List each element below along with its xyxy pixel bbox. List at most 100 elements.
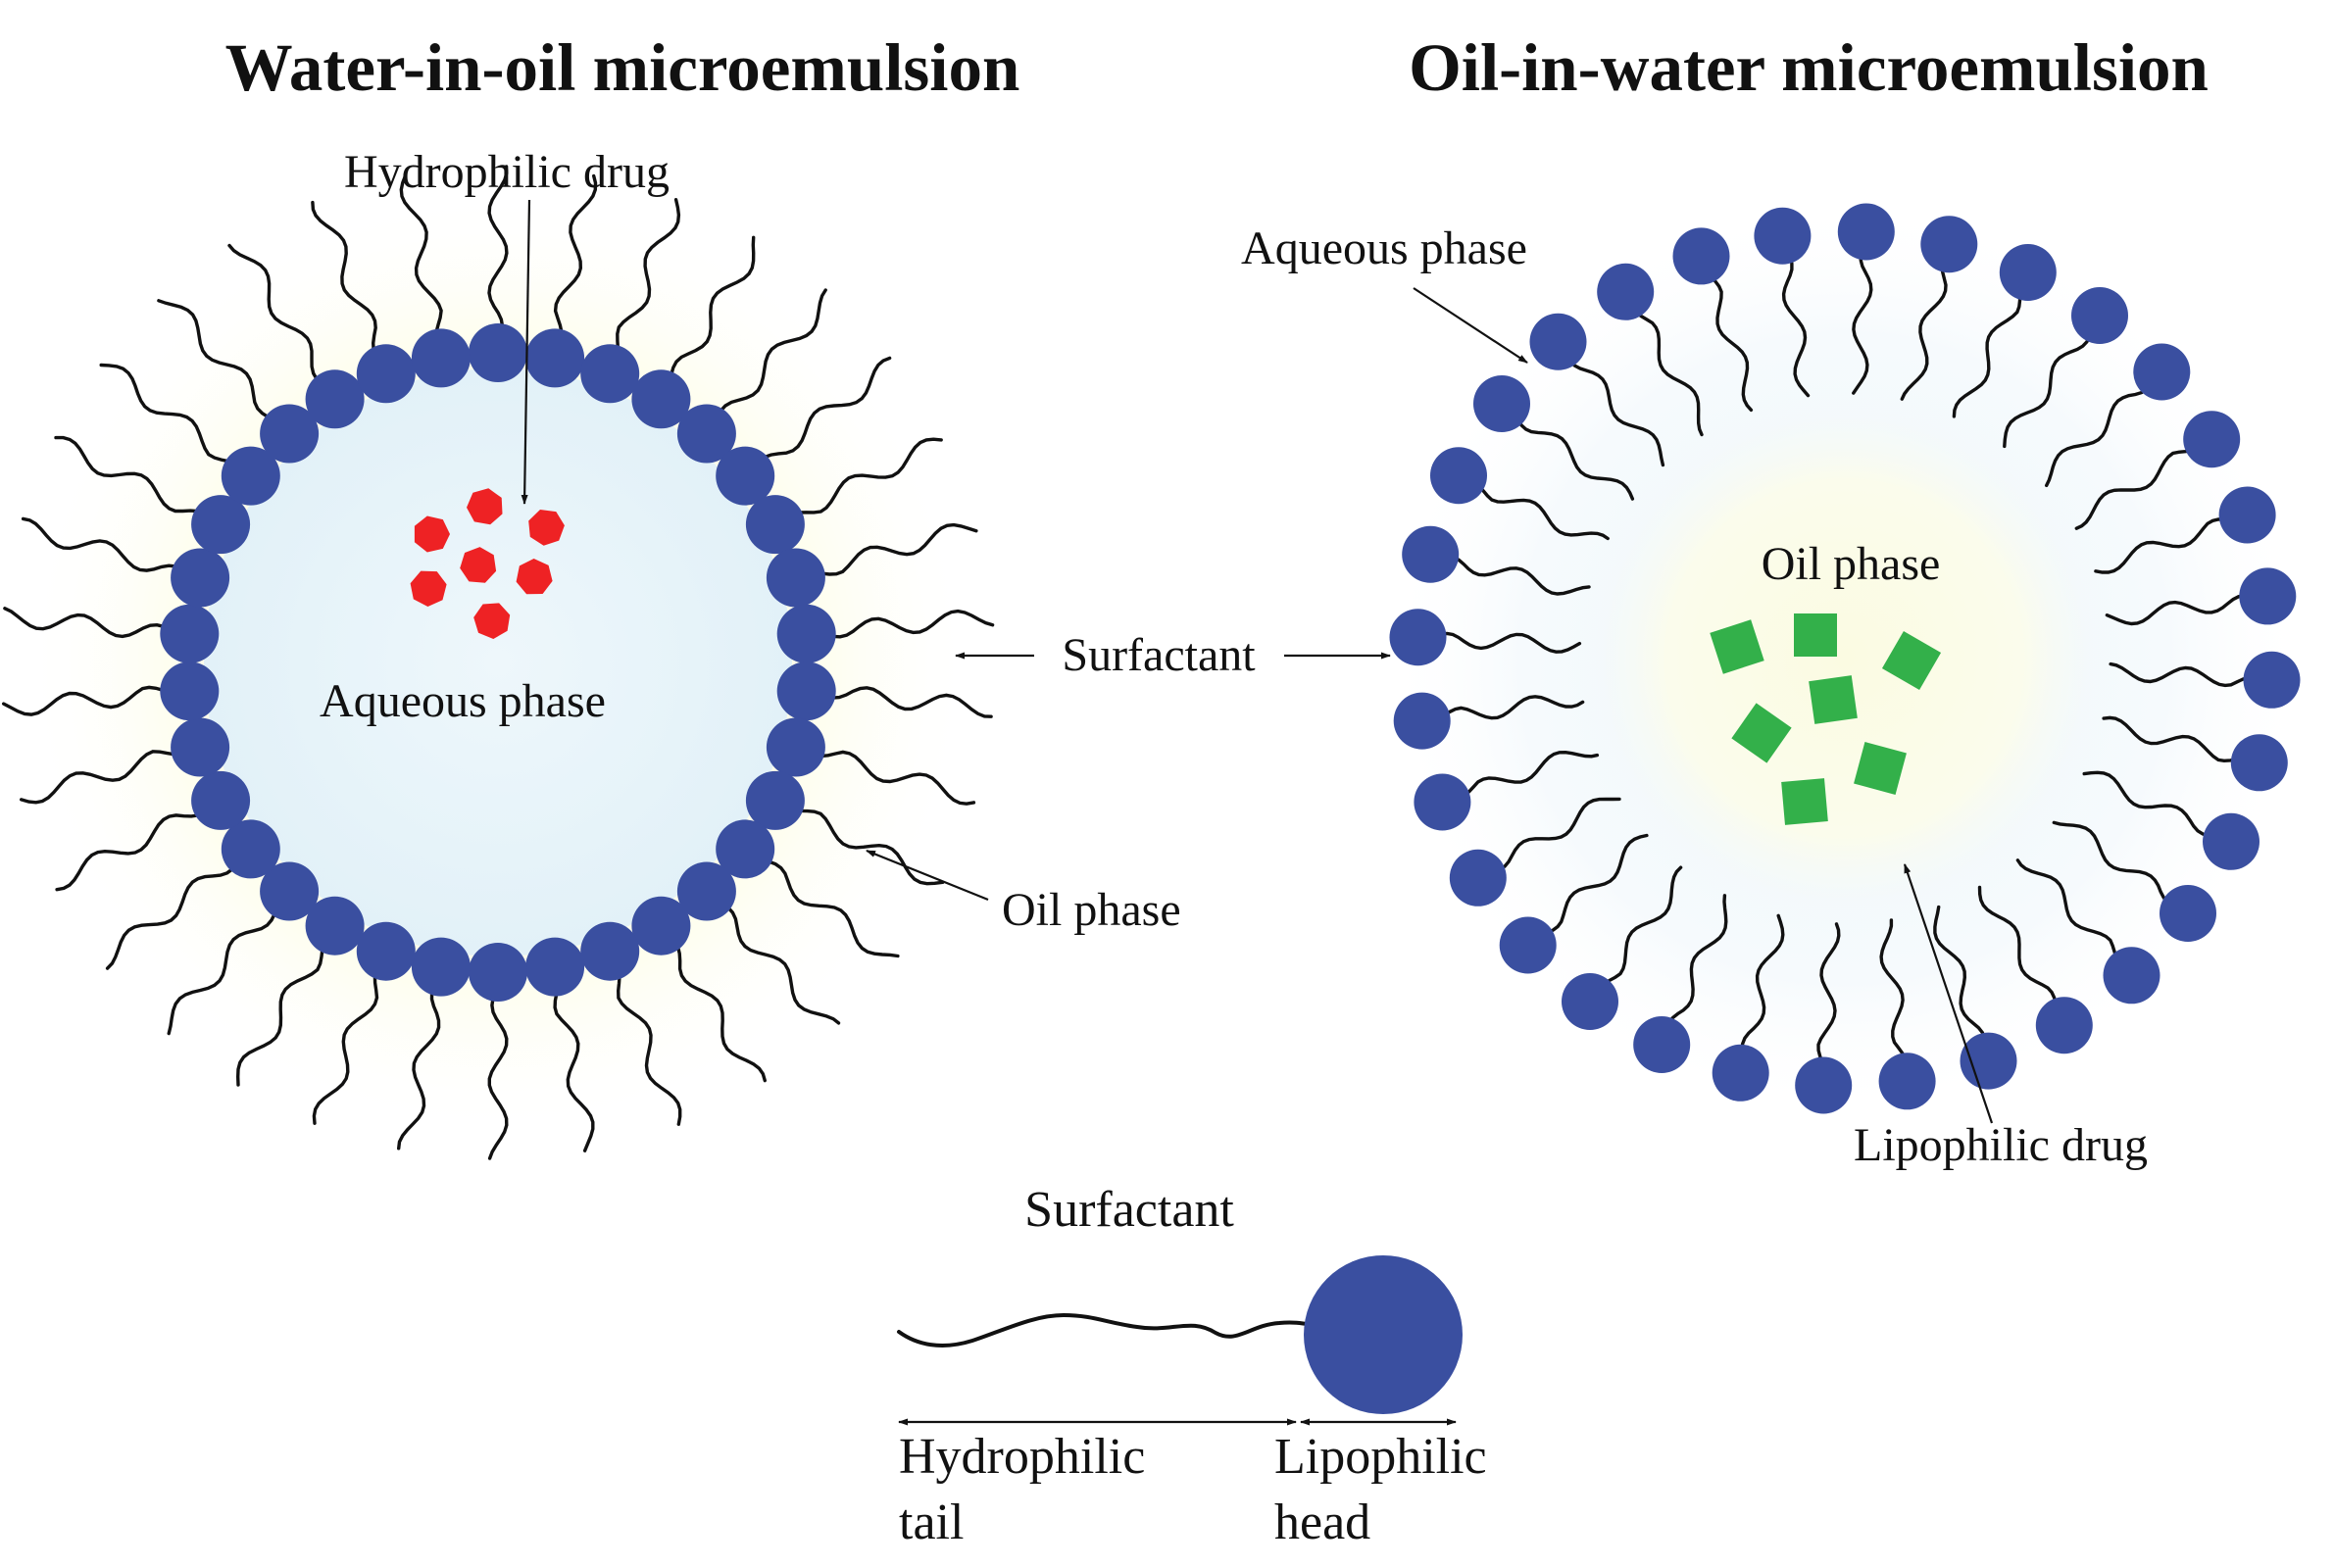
surfactant-head	[766, 717, 825, 777]
surfactant-head	[2160, 885, 2216, 942]
hydrophilic-drug-particle	[460, 547, 497, 583]
surfactant-tail	[705, 889, 841, 1025]
title-oil-in-water: Oil-in-water microemulsion	[1409, 30, 2209, 105]
surfactant-head	[776, 662, 836, 721]
surfactant-head	[221, 446, 280, 506]
surfactant-head	[1712, 1044, 1769, 1102]
surfactant-head	[1414, 773, 1471, 831]
surfactant-head	[160, 604, 220, 663]
hydrophilic-drug-particles	[410, 488, 565, 639]
label-oil-phase-inner: Oil phase	[1762, 538, 1941, 590]
surfactant-tail	[773, 799, 945, 886]
surfactant-tail	[805, 686, 993, 718]
surfactant-tail	[743, 356, 892, 478]
surfactant-head	[411, 937, 471, 997]
surfactant-head	[260, 861, 320, 921]
surfactant-head	[469, 943, 527, 1002]
lipophilic-drug-particle	[1794, 613, 1837, 657]
surfactant-tail	[157, 299, 291, 436]
surfactant-head	[580, 344, 640, 404]
surfactant-tails-outward	[2, 165, 995, 1160]
arrow-aqueous-phase-outer	[1413, 287, 1528, 364]
legend-head-label-line1: Lipophilic	[1274, 1429, 1487, 1485]
oil-in-water-micelle	[1384, 198, 2306, 1119]
surfactant-head	[1960, 1032, 2017, 1090]
surfactant-head	[1795, 1056, 1853, 1114]
label-aqueous-phase-inner: Aqueous phase	[320, 675, 606, 727]
surfactant-tail	[105, 847, 253, 970]
surfactant-legend: Surfactant Hydrophilic tail Lipophilic h…	[897, 1182, 1487, 1550]
surfactant-tail	[20, 745, 202, 805]
surfactant-tail	[659, 235, 756, 401]
surfactant-head	[580, 921, 640, 981]
hydrophilic-drug-particle	[467, 488, 503, 525]
arrow-lipophilic-drug	[1903, 863, 1994, 1124]
lipophilic-drug-particles	[1710, 613, 1942, 825]
lipophilic-drug-particle	[1731, 703, 1792, 763]
surfactant-tail	[608, 950, 682, 1126]
lipophilic-drug-particle	[1881, 630, 1942, 691]
arrow-hydrophilic-drug	[521, 199, 531, 505]
surfactant-head	[2203, 812, 2260, 870]
surfactant-tail	[659, 924, 767, 1083]
aqueous-core	[204, 368, 792, 956]
surfactant-tail	[227, 243, 337, 401]
surfactant-tail	[487, 165, 509, 355]
surfactant-head	[1389, 609, 1447, 666]
surfactant-head	[1999, 244, 2057, 301]
arrow-oil-phase-outer	[866, 849, 989, 902]
legend-surfactant-head	[1304, 1255, 1463, 1414]
surfactant-head	[1837, 203, 1895, 261]
surfactant-head	[1430, 447, 1487, 505]
surfactant-head	[411, 328, 471, 388]
oil-core	[1590, 404, 2100, 913]
surfactant-head	[745, 495, 805, 555]
surfactant-head	[191, 495, 251, 555]
surfactant-head	[1878, 1053, 1936, 1110]
surfactant-head	[221, 819, 280, 879]
surfactant-tail	[743, 847, 900, 958]
surfactant-head	[525, 937, 585, 997]
surfactant-head	[676, 861, 736, 921]
surfactant-head	[469, 323, 527, 382]
hydrophilic-drug-particle	[473, 603, 511, 639]
legend-tail-label-line2: tail	[899, 1494, 964, 1550]
surfactant-tail	[55, 799, 223, 892]
surfactant-head	[2035, 997, 2093, 1054]
surfactant-head	[1393, 692, 1451, 750]
hydrophilic-drug-particle	[516, 559, 553, 595]
hydrophilic-drug-particle	[410, 570, 447, 607]
label-oil-phase-outer: Oil phase	[1002, 884, 1181, 936]
surfactant-head	[1529, 313, 1587, 370]
surfactant-head	[305, 369, 365, 429]
surfactant-tail	[167, 889, 291, 1036]
surfactant-tail	[311, 200, 388, 375]
surfactant-head	[2183, 411, 2241, 468]
surfactant-head	[776, 604, 836, 663]
surfactant-tail	[2, 685, 191, 716]
lipophilic-drug-particle	[1781, 778, 1828, 825]
surfactant-head	[1562, 973, 1618, 1030]
legend-tail-label-line1: Hydrophilic	[899, 1429, 1145, 1485]
surfactant-head	[716, 819, 775, 879]
surfactant-head	[1597, 263, 1655, 320]
surfactant-tail	[705, 288, 827, 436]
hydrophilic-drug-particle	[414, 515, 450, 553]
lipophilic-drug-particle	[1710, 619, 1764, 674]
label-lipophilic-drug: Lipophilic drug	[1854, 1119, 2148, 1171]
surfactant-head	[2230, 734, 2288, 792]
surfactant-head	[2133, 343, 2191, 401]
label-hydrophilic-drug: Hydrophilic drug	[344, 146, 670, 198]
surfactant-tail	[235, 924, 337, 1087]
surfactant-head	[2239, 567, 2297, 625]
surfactant-tail	[487, 970, 509, 1160]
surfactant-head	[1449, 849, 1507, 906]
surfactant-head	[356, 344, 416, 404]
surfactant-head	[745, 770, 805, 830]
surfactant-head	[1402, 525, 1460, 583]
surfactant-tail	[608, 198, 681, 375]
legend-head-label-line2: head	[1274, 1494, 1370, 1550]
surfactant-head	[1672, 227, 1730, 285]
surfactant-tail	[312, 950, 388, 1125]
